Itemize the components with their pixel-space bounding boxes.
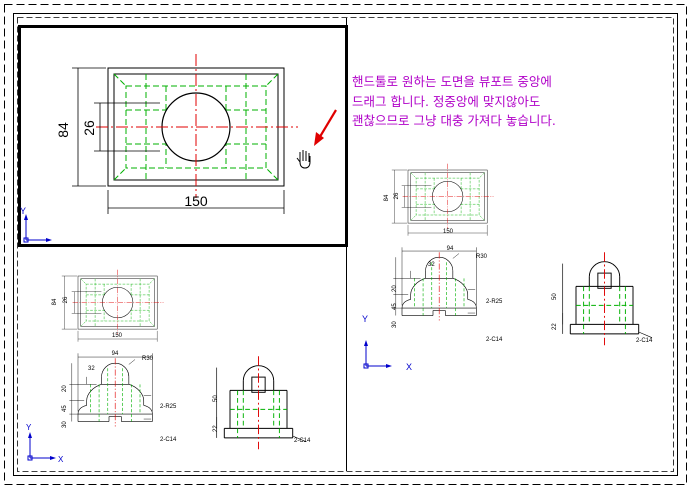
bl-dim-height: 84: [52, 298, 58, 305]
r-dim-radius: R30: [476, 254, 488, 260]
bl-dim-circle: 26: [63, 296, 69, 303]
bl-dim-50: 50: [213, 395, 219, 402]
r-ucs-x: X: [406, 362, 412, 372]
r-callout-c14: 2-C14: [486, 337, 503, 343]
ucs-icon-bl: [27, 431, 57, 461]
instruction-line-1: 핸드툴로 원하는 도면을 뷰포트 중앙에: [352, 74, 552, 89]
r-dim-22: 22: [552, 323, 558, 330]
r-side-c14: 2-C14: [636, 338, 653, 344]
r-dim-top-width: 94: [447, 246, 454, 252]
bl-dim-width: 150: [112, 333, 123, 339]
r-dim-20: 20: [392, 285, 398, 292]
bl-dim-radius: R30: [142, 356, 154, 362]
active-viewport[interactable]: 84 26 150 Y: [18, 25, 348, 247]
bl-dim-top-width: 94: [112, 351, 119, 357]
bottom-left-viewport[interactable]: 84 26 150 94 R30 32 20 45 30 2-R25 2-C14…: [26, 269, 311, 464]
dim-overall-width: 150: [184, 193, 208, 209]
r-dim-30: 30: [392, 321, 398, 328]
hand-cursor-icon: [296, 150, 311, 169]
paper-border: [4, 4, 687, 485]
right-viewport[interactable]: 84 26 150 94 R30 32 20 45 30 2-R25 2-C14…: [362, 163, 653, 372]
instruction-line-2: 드래그 합니다. 정중앙에 맞지않아도: [352, 93, 541, 109]
r-dim-32: 32: [428, 262, 435, 268]
bl-side-c14: 2-C14: [294, 438, 311, 444]
bl-ucs-x: X: [58, 455, 64, 464]
bl-dim-30: 30: [62, 421, 68, 428]
r-dim-height: 84: [384, 194, 390, 201]
r-dim-45: 45: [392, 303, 398, 310]
instruction-line-3: 괜찮으므로 그냥 대충 가져다 놓습니다.: [352, 113, 556, 128]
bl-dim-32: 32: [88, 366, 95, 372]
pointer-arrow-icon: [314, 109, 337, 146]
bl-dim-45: 45: [62, 405, 68, 412]
instruction-annotation: 핸드툴로 원하는 도면을 뷰포트 중앙에 드래그 합니다. 정중앙에 맞지않아도…: [352, 72, 652, 131]
r-dim-50: 50: [552, 293, 558, 300]
bl-dim-22: 22: [213, 425, 219, 432]
ucs-icon-right: [363, 339, 393, 369]
dim-circle-height: 26: [81, 120, 97, 136]
r-dim-circle: 26: [394, 192, 400, 199]
bl-dim-20: 20: [62, 385, 68, 392]
bl-callout-r25: 2-R25: [160, 404, 177, 410]
bl-ucs-y: Y: [26, 423, 32, 432]
ucs-y-label: Y: [20, 206, 26, 216]
r-ucs-y: Y: [362, 314, 368, 324]
r-callout-r25: 2-R25: [486, 299, 503, 305]
dim-overall-height: 84: [55, 122, 71, 138]
bl-callout-c14: 2-C14: [160, 437, 177, 443]
r-dim-width: 150: [443, 229, 454, 235]
